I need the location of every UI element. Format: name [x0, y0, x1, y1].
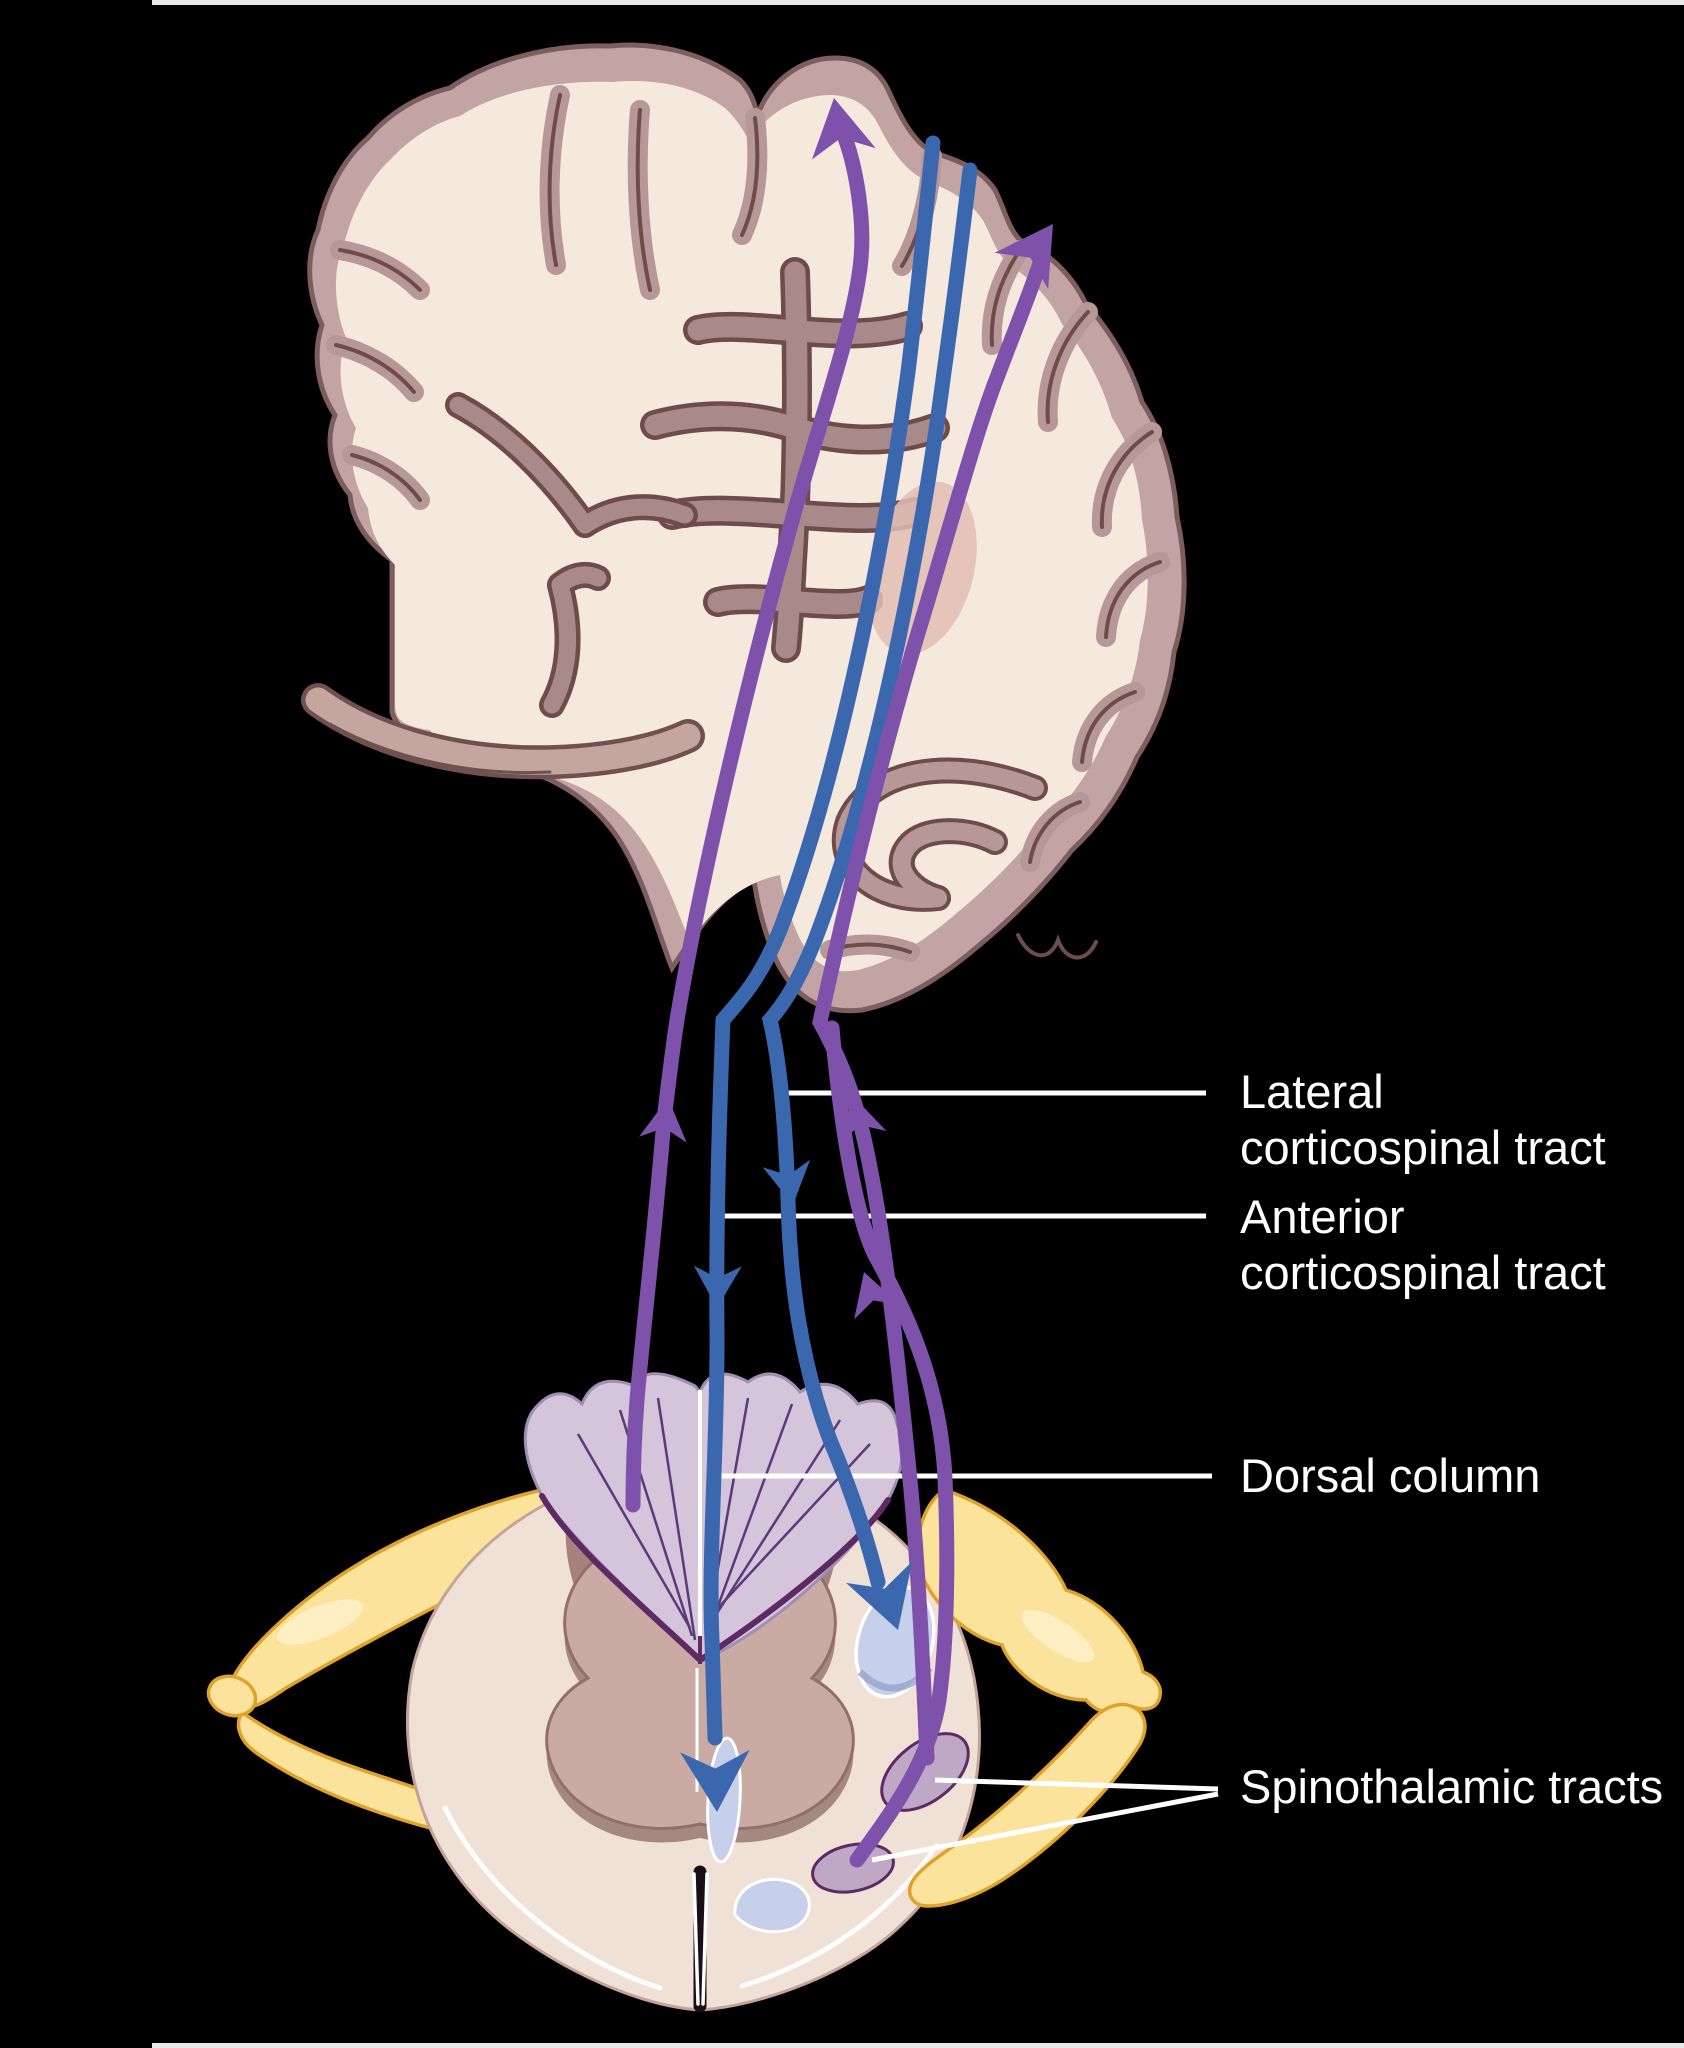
label-lateral-corticospinal-line1: Lateral — [1240, 1065, 1384, 1118]
label-anterior-corticospinal-line1: Anterior — [1240, 1190, 1405, 1243]
hippocampal-band — [301, 683, 705, 780]
leader-spinothalamic-lower — [871, 1791, 1219, 1863]
ventral-median-fissure — [692, 1865, 709, 2013]
spinothalamic-tract-line-2 — [824, 1020, 955, 1868]
anterior-corticospinal-tract-line — [703, 135, 941, 1746]
dorsal-column-tract-line — [625, 122, 870, 1513]
tract-lines — [625, 92, 1080, 1868]
label-spinothalamic: Spinothalamic tracts — [1240, 1760, 1663, 1813]
lateral-corticospinal-tract-line — [761, 162, 978, 1590]
lateral-ventricle — [445, 392, 698, 718]
label-dorsal-column: Dorsal column — [1240, 1449, 1540, 1502]
cord-rims — [442, 1805, 939, 1991]
bottom-border-strip — [152, 2043, 1684, 2048]
right-ventral-root — [907, 1702, 1147, 1908]
spinothalamic-tract-line-1 — [812, 252, 1049, 1766]
label-lateral-corticospinal-line2: corticospinal tract — [1240, 1121, 1606, 1174]
top-border-strip — [152, 0, 1684, 5]
label-anterior-corticospinal-line2: corticospinal tract — [1240, 1246, 1606, 1299]
spinothalamic-patch-lower — [811, 1842, 895, 1894]
anterior-patch-blob — [733, 1877, 811, 1934]
left-root-stub — [206, 1674, 258, 1718]
leader-spinothalamic-upper — [934, 1777, 1219, 1792]
tract-patches — [706, 1585, 970, 1934]
left-ganglion-highlight — [276, 1599, 364, 1645]
leader-lines — [710, 1090, 1219, 1863]
spinal-cord-section — [206, 1372, 1163, 2013]
labels: Lateral corticospinal tract Anterior cor… — [1240, 1065, 1663, 1813]
brain-coronal-section — [301, 42, 1187, 1014]
right-ganglion-highlight — [1021, 1609, 1095, 1663]
right-nerve-roots — [907, 1488, 1163, 1908]
